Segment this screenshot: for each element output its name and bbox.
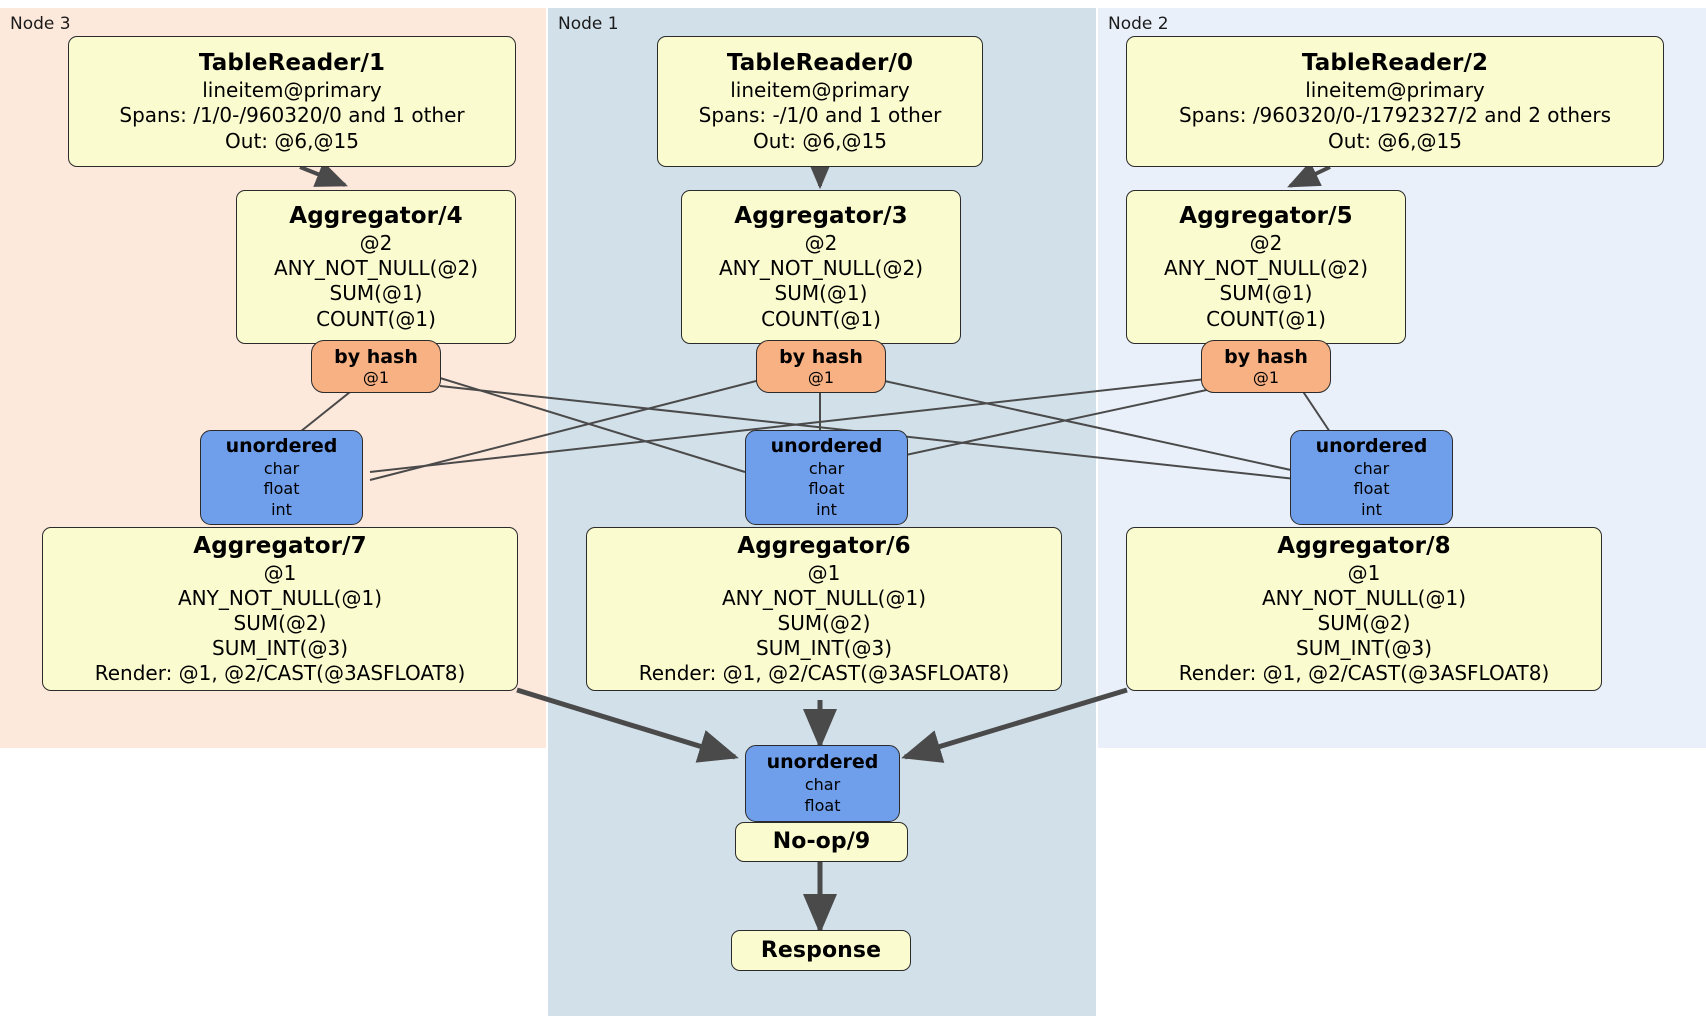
processor-line: ANY_NOT_NULL(@2) <box>274 256 478 281</box>
processor-render-line: Render: @1, @2/CAST(@3ASFLOAT8) <box>1178 661 1550 686</box>
processor-line: Out: @6,@15 <box>225 128 359 153</box>
synchronizer-type: char <box>263 458 300 478</box>
synchronizer-type: char <box>804 775 841 795</box>
processor-line: COUNT(@1) <box>761 306 881 331</box>
processor-aggregator-6[interactable]: Aggregator/6 @1 ANY_NOT_NULL(@1) SUM(@2)… <box>586 527 1062 691</box>
processor-line: SUM(@1) <box>774 281 868 306</box>
router-line: @1 <box>1252 368 1280 388</box>
processor-line: @1 <box>263 560 297 585</box>
router-title: by hash <box>334 345 418 368</box>
processor-line: lineitem@primary <box>202 78 382 103</box>
processor-line: @2 <box>359 231 393 256</box>
processor-render-line: Render: @1, @2/CAST(@3ASFLOAT8) <box>94 661 466 686</box>
processor-response[interactable]: Response <box>731 930 911 971</box>
processor-line: SUM_INT(@3) <box>756 636 892 661</box>
processor-render-line: Render: @1, @2/CAST(@3ASFLOAT8) <box>638 661 1010 686</box>
processor-title: No-op/9 <box>772 829 871 855</box>
processor-line: SUM(@2) <box>233 610 327 635</box>
synchronizer-type: float <box>263 479 300 499</box>
processor-line: @1 <box>1347 560 1381 585</box>
synchronizer-title: unordered <box>770 434 883 457</box>
synchronizer-type: int <box>1361 500 1382 520</box>
synchronizer-title: unordered <box>766 751 879 774</box>
router-title: by hash <box>1224 345 1308 368</box>
node-panel-label: Node 2 <box>1108 14 1169 34</box>
synchronizer-unordered-6[interactable]: unordered char float int <box>745 430 908 525</box>
processor-line: Spans: /960320/0-/1792327/2 and 2 others <box>1178 103 1611 128</box>
processor-aggregator-7[interactable]: Aggregator/7 @1 ANY_NOT_NULL(@1) SUM(@2)… <box>42 527 518 691</box>
router-by-hash-3[interactable]: by hash @1 <box>756 340 886 393</box>
router-by-hash-5[interactable]: by hash @1 <box>1201 340 1331 393</box>
synchronizer-type: float <box>808 479 845 499</box>
processor-line: Out: @6,@15 <box>753 128 887 153</box>
processor-line: @2 <box>1249 231 1283 256</box>
synchronizer-title: unordered <box>225 434 338 457</box>
router-line: @1 <box>362 368 390 388</box>
node-panel-label: Node 3 <box>10 14 71 34</box>
synchronizer-type: int <box>816 500 837 520</box>
processor-aggregator-4[interactable]: Aggregator/4 @2 ANY_NOT_NULL(@2) SUM(@1)… <box>236 190 516 344</box>
node-panel-label: Node 1 <box>558 14 619 34</box>
synchronizer-unordered-7[interactable]: unordered char float int <box>200 430 363 525</box>
processor-title: Response <box>760 937 882 963</box>
processor-line: ANY_NOT_NULL(@1) <box>722 585 926 610</box>
synchronizer-title: unordered <box>1315 434 1428 457</box>
processor-line: SUM_INT(@3) <box>212 636 348 661</box>
processor-title: TableReader/2 <box>1301 50 1489 77</box>
synchronizer-type: int <box>271 500 292 520</box>
processor-line: SUM(@1) <box>1219 281 1313 306</box>
processor-line: Spans: /1/0-/960320/0 and 1 other <box>119 103 465 128</box>
processor-aggregator-3[interactable]: Aggregator/3 @2 ANY_NOT_NULL(@2) SUM(@1)… <box>681 190 961 344</box>
processor-line: SUM(@2) <box>1317 610 1411 635</box>
processor-aggregator-8[interactable]: Aggregator/8 @1 ANY_NOT_NULL(@1) SUM(@2)… <box>1126 527 1602 691</box>
processor-line: ANY_NOT_NULL(@1) <box>1262 585 1466 610</box>
router-by-hash-4[interactable]: by hash @1 <box>311 340 441 393</box>
synchronizer-type: char <box>808 458 845 478</box>
processor-line: ANY_NOT_NULL(@1) <box>178 585 382 610</box>
processor-line: lineitem@primary <box>730 78 910 103</box>
processor-line: lineitem@primary <box>1305 78 1485 103</box>
processor-tablereader-0[interactable]: TableReader/0 lineitem@primary Spans: -/… <box>657 36 983 167</box>
processor-line: SUM(@2) <box>777 610 871 635</box>
processor-line: COUNT(@1) <box>316 306 436 331</box>
processor-line: ANY_NOT_NULL(@2) <box>1164 256 1368 281</box>
synchronizer-type: char <box>1353 458 1390 478</box>
processor-line: @2 <box>804 231 838 256</box>
processor-line: COUNT(@1) <box>1206 306 1326 331</box>
processor-line: SUM(@1) <box>329 281 423 306</box>
processor-title: Aggregator/4 <box>289 203 463 230</box>
processor-line: @1 <box>807 560 841 585</box>
processor-title: Aggregator/8 <box>1277 532 1451 559</box>
router-line: @1 <box>807 368 835 388</box>
processor-tablereader-1[interactable]: TableReader/1 lineitem@primary Spans: /1… <box>68 36 516 167</box>
synchronizer-unordered-8[interactable]: unordered char float int <box>1290 430 1453 525</box>
processor-tablereader-2[interactable]: TableReader/2 lineitem@primary Spans: /9… <box>1126 36 1664 167</box>
processor-line: Out: @6,@15 <box>1328 128 1462 153</box>
synchronizer-type: float <box>1353 479 1390 499</box>
processor-title: Aggregator/3 <box>734 203 908 230</box>
processor-title: TableReader/1 <box>198 50 386 77</box>
router-title: by hash <box>779 345 863 368</box>
processor-title: Aggregator/5 <box>1179 203 1353 230</box>
processor-title: Aggregator/7 <box>193 532 367 559</box>
processor-title: Aggregator/6 <box>737 532 911 559</box>
processor-noop-9[interactable]: No-op/9 <box>735 822 908 862</box>
processor-line: ANY_NOT_NULL(@2) <box>719 256 923 281</box>
processor-aggregator-5[interactable]: Aggregator/5 @2 ANY_NOT_NULL(@2) SUM(@1)… <box>1126 190 1406 344</box>
processor-title: TableReader/0 <box>726 50 914 77</box>
synchronizer-unordered-final[interactable]: unordered char float <box>745 745 900 822</box>
processor-line: Spans: -/1/0 and 1 other <box>698 103 942 128</box>
processor-line: SUM_INT(@3) <box>1296 636 1432 661</box>
synchronizer-type: float <box>804 795 841 815</box>
